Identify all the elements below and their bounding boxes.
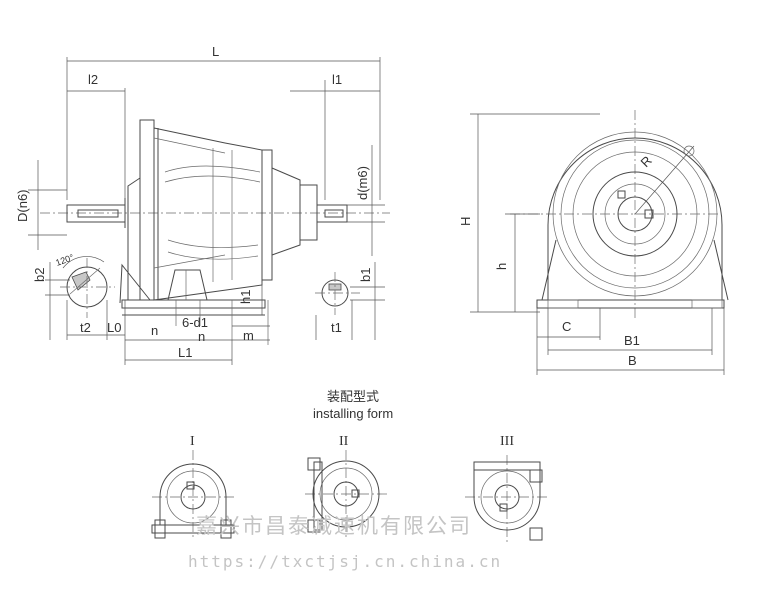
- dim-label-D: D(n6): [15, 189, 30, 222]
- installing-title-en: installing form: [313, 406, 393, 421]
- form-label-3: III: [500, 434, 514, 449]
- dim-label-H: H: [458, 217, 473, 226]
- watermark: 嘉兴市昌泰减速机有限公司 https://txctjsj.cn.china.cn: [188, 514, 502, 571]
- dim-label-b1: b1: [358, 268, 373, 282]
- dim-label-l1: l1: [332, 72, 342, 87]
- dim-label-n: n: [151, 323, 158, 338]
- dim-label-C: C: [562, 319, 571, 334]
- form-label-2: II: [339, 434, 349, 449]
- dim-label-n-second: n: [198, 329, 205, 344]
- front-view: [510, 110, 729, 320]
- dim-label-t2: t2: [80, 320, 91, 335]
- dim-label-h1: h1: [238, 290, 253, 304]
- installing-form-caption: 装配型式 installing form: [313, 389, 393, 421]
- dim-label-t1: t1: [331, 320, 342, 335]
- installing-form-1: I: [151, 434, 235, 540]
- dim-label-B1: B1: [624, 333, 640, 348]
- dim-label-l2: l2: [88, 72, 98, 87]
- installing-title-cn: 装配型式: [327, 389, 379, 404]
- front-view-labels: H h R C B1 B: [458, 153, 655, 368]
- side-view-labels: L l2 l1 D(n6) d(m6) 120° b2 b1 t2 t1 L0 …: [15, 44, 373, 360]
- form-label-1: I: [190, 434, 195, 449]
- front-view-dimensions: [470, 113, 725, 375]
- side-view-dimensions: [28, 57, 385, 365]
- watermark-url: https://txctjsj.cn.china.cn: [188, 552, 502, 571]
- dim-label-b2: b2: [32, 268, 47, 282]
- dim-label-L1: L1: [178, 345, 192, 360]
- dim-label-L: L: [212, 44, 219, 59]
- dim-label-R: R: [638, 153, 655, 170]
- dim-label-B: B: [628, 353, 637, 368]
- installing-form-3: III: [465, 434, 550, 545]
- watermark-company: 嘉兴市昌泰减速机有限公司: [196, 514, 472, 538]
- side-view: [40, 119, 390, 345]
- dim-label-holes: 6-d1: [182, 315, 208, 330]
- dim-label-L0: L0: [107, 320, 121, 335]
- dim-label-d: d(m6): [355, 166, 370, 200]
- dim-label-h: h: [494, 263, 509, 270]
- dim-label-m: m: [243, 328, 254, 343]
- installing-form-2: II: [305, 434, 390, 540]
